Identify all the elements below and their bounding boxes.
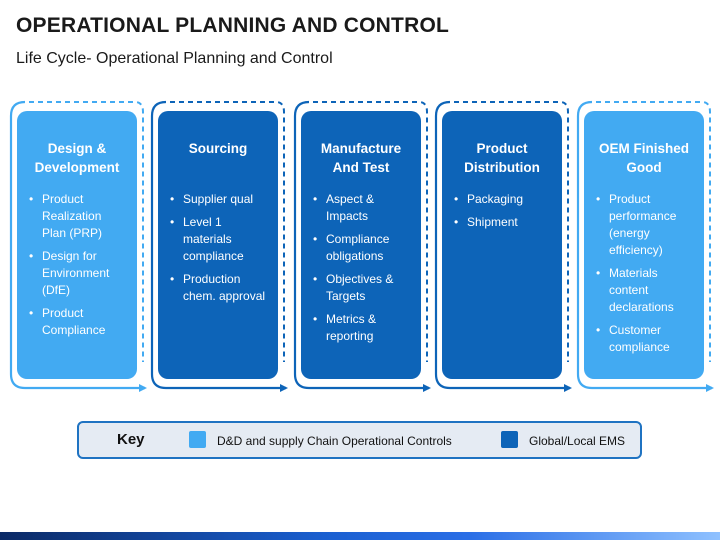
stage-bullet: Aspect & Impacts <box>311 191 411 225</box>
stage-card: Design & DevelopmentProduct Realization … <box>17 111 137 379</box>
stage-title: Sourcing <box>188 141 248 156</box>
footer-accent-bar <box>0 532 720 540</box>
stage-bullet: Compliance obligations <box>311 231 411 265</box>
stage-card: OEM Finished GoodProduct performance (en… <box>584 111 704 379</box>
stage-card: Product DistributionPackagingShipment <box>442 111 562 379</box>
stage-bullet: Metrics & reporting <box>311 311 411 345</box>
stage-bullet: Supplier qual <box>168 191 268 208</box>
stage-bullet-list: Product Realization Plan (PRP) Design for… <box>27 191 127 339</box>
stage-bullet: Product Realization Plan (PRP) <box>27 191 127 242</box>
stage-bullet: Production chem. approval <box>168 271 268 305</box>
legend-box: Key D&D and supply Chain Operational Con… <box>77 421 642 459</box>
stage-frame-arrow <box>434 100 572 392</box>
stage-frame-arrow <box>293 100 431 392</box>
legend-title: Key <box>117 431 145 448</box>
stage-title: Product Distribution <box>464 141 540 175</box>
stage-frame-dashed <box>596 101 711 362</box>
stage-frame-dashed <box>29 101 144 362</box>
stage-frame-arrow <box>150 100 288 392</box>
stage-frame-dashed <box>313 101 428 362</box>
stage-frame-dashed <box>170 101 285 362</box>
stage-bullet-list: PackagingShipment <box>452 191 552 231</box>
stage-title: OEM Finished Good <box>598 141 689 175</box>
stage-title: Design & Development <box>34 141 120 175</box>
stage-bullet: Level 1 materials compliance <box>168 214 268 265</box>
stage-card: SourcingSupplier qualLevel 1 materials c… <box>158 111 278 379</box>
stage-bullet-list: Supplier qualLevel 1 materials complianc… <box>168 191 268 305</box>
stage-bullet: Customer compliance <box>594 322 694 356</box>
legend-label-light: D&D and supply Chain Operational Control… <box>217 434 452 448</box>
page-subtitle: Life Cycle- Operational Planning and Con… <box>16 50 333 67</box>
stage-bullet: Materials content declarations <box>594 265 694 316</box>
stage-bullet: Product Compliance <box>27 305 127 339</box>
stage-bullet: Design for Environment (DfE) <box>27 248 127 299</box>
legend-label-dark: Global/Local EMS <box>529 434 626 448</box>
stage-frame-arrow <box>9 100 147 392</box>
stage-frame-dashed <box>454 101 569 362</box>
stage-bullet: Packaging <box>452 191 552 208</box>
legend-swatch-light <box>189 431 206 448</box>
stage-title: Manufacture And Test <box>320 141 402 175</box>
page-title: OPERATIONAL PLANNING AND CONTROL <box>16 14 450 37</box>
legend-swatch-dark <box>501 431 518 448</box>
stage-bullet: Shipment <box>452 214 552 231</box>
stage-bullet: Product performance (energy efficiency) <box>594 191 694 259</box>
stage-frame-arrow <box>576 100 714 392</box>
stage-bullet: Objectives & Targets <box>311 271 411 305</box>
stage-bullet-list: Aspect & ImpactsCompliance obligationsOb… <box>311 191 411 345</box>
stage-bullet-list: Product performance (energy efficiency) M… <box>594 191 694 356</box>
stage-card: Manufacture And TestAspect & ImpactsComp… <box>301 111 421 379</box>
